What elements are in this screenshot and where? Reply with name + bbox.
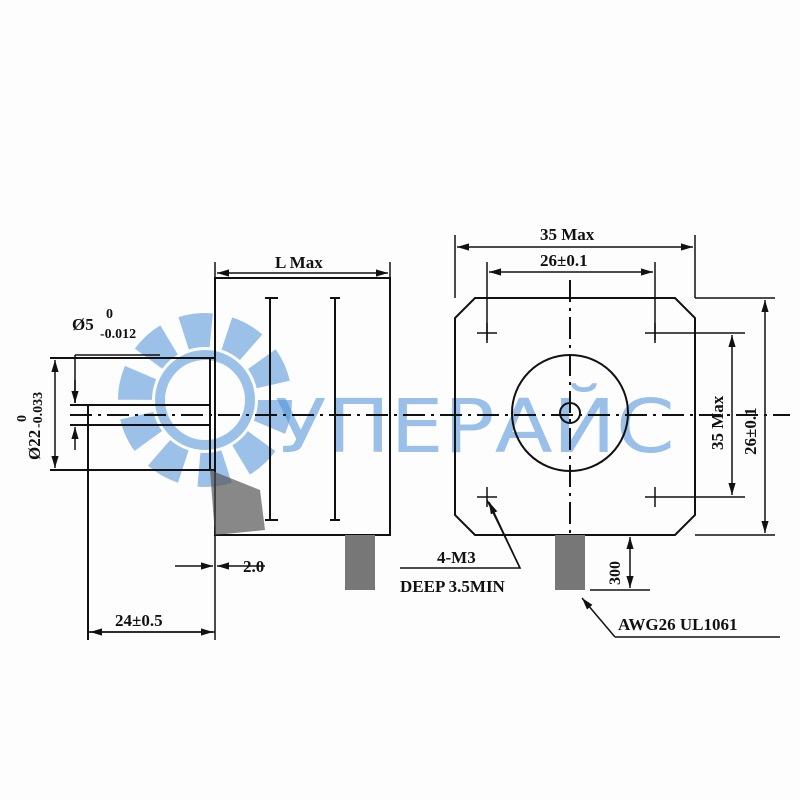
width-top-label: 35 Max [540,225,595,244]
mount-holes-label: 4-M3 [437,548,476,567]
hole-spacing-top-label: 26±0.1 [540,251,588,270]
shaft-length-label: 24±0.5 [115,611,163,630]
shaft-tol-lower: -0.012 [100,327,136,342]
connector [345,535,375,590]
boss-tol-upper: 0 [15,415,30,422]
shaft-tol-upper: 0 [106,307,113,322]
side-view [50,277,391,640]
lead-length-label: 300 [607,561,624,585]
hole-spacing-side-label: 26±0.1 [741,407,760,455]
boss-tol-lower: -0.033 [31,392,46,428]
boss-height-label: 2.0 [243,557,264,576]
shaft-dia-label: Ø5 [72,315,94,334]
shaft-outline [70,358,211,640]
boss-outline [50,357,215,471]
connector [555,535,585,590]
width-side-label: 35 Max [708,395,727,450]
wire-spec-label: AWG26 UL1061 [618,615,737,634]
boss-dia-label: Ø22 [25,430,44,460]
motor-body [214,277,391,536]
length-label: L Max [275,253,323,272]
mount-depth-label: DEEP 3.5MIN [400,577,506,596]
